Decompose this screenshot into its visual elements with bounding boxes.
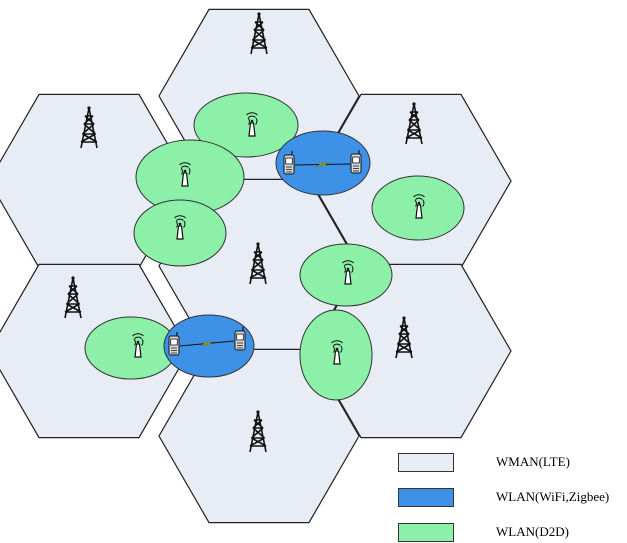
legend-item-wlan-wifi: WLAN(WiFi,Zigbee) [398,487,609,507]
legend-swatch-wlan-d2d [398,522,454,542]
legend-swatch-wman [398,452,454,472]
legend-label-wlan-wifi: WLAN(WiFi,Zigbee) [496,489,610,504]
device-links [168,149,362,356]
legend-item-wlan-d2d: WLAN(D2D) [398,522,569,542]
wlan-d2d-area [193,92,299,158]
legend-label-wlan-d2d: WLAN(D2D) [496,524,569,539]
legend-item-wman: WMAN(LTE) [398,452,570,472]
legend-swatch-wlan-wifi [398,487,454,507]
wlan-d2d-area [84,316,178,380]
wlan-wifi-area [163,314,255,378]
legend-label-wman: WMAN(LTE) [496,454,570,469]
wlan-wifi-area [275,130,371,196]
